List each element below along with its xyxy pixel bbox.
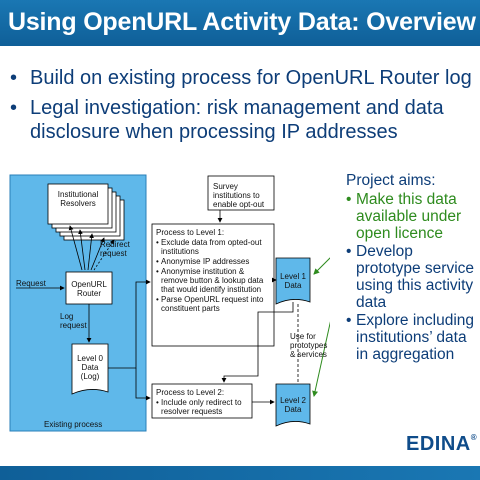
openurl-router-box [65, 271, 113, 305]
level1-item: • Exclude data from opted-out institutio… [156, 238, 262, 256]
process-level2-content: Process to Level 2: • Include only redir… [156, 388, 250, 416]
process-diagram: Institutional Resolvers Survey instituti… [8, 172, 330, 434]
existing-process-label: Existing process [44, 420, 103, 429]
level2-data-label: Level 2 Data [280, 396, 306, 414]
redirect-request-label: Redirect request [100, 240, 130, 258]
level2-data-document [275, 383, 311, 427]
level1-item: • Parse OpenURL request into constituent… [156, 295, 264, 313]
aims-title: Project aims: [346, 172, 436, 189]
process-level2-box [151, 383, 253, 419]
bullet-item: Build on existing process for OpenURL Ro… [8, 66, 473, 90]
slide-title: Using OpenURL Activity Data: Overview [8, 8, 476, 36]
level0-label: Level 0 Data (Log) [77, 354, 103, 381]
use-for-label: Use for prototypes & services [290, 332, 328, 359]
process-level2-title: Process to Level 2: [156, 388, 225, 397]
bullet-item: Legal investigation: risk management and… [8, 96, 473, 144]
survey-box [207, 175, 275, 211]
process-level1-content: Process to Level 1: • Exclude data from … [156, 228, 272, 313]
process-level1-title: Process to Level 1: [156, 228, 225, 237]
diagram-canvas [9, 174, 330, 432]
institutional-resolvers-box [47, 183, 109, 225]
institutional-resolvers-label: Institutional Resolvers [57, 190, 99, 208]
survey-label: Survey institutions to enable opt-out [213, 182, 265, 209]
bottom-bar [0, 466, 480, 480]
request-label: Request [16, 279, 46, 288]
level1-data-document [275, 257, 311, 305]
aim-item: Explore including institutions’ data in … [346, 312, 480, 363]
openurl-router-label: OpenURL Router [71, 280, 107, 298]
level2-item: • Include only redirect to resolver requ… [156, 398, 242, 416]
aim-item: Make this data available under open lice… [346, 191, 480, 242]
edina-logo: EDINA® [406, 433, 478, 455]
level1-item: • Anonymise institution & remove button … [156, 267, 264, 294]
level0-document [71, 343, 109, 395]
bullet-list: Build on existing process for OpenURL Ro… [8, 66, 473, 150]
project-aims: Project aims: Make this data available u… [346, 172, 480, 364]
level1-item: • Anonymise IP addresses [156, 257, 250, 266]
process-level1-box [151, 223, 275, 347]
log-request-label: Log request [60, 312, 87, 330]
aim-item: Develop prototype service using this act… [346, 243, 480, 311]
title-bar: Using OpenURL Activity Data: Overview [0, 0, 480, 46]
level1-data-label: Level 1 Data [280, 272, 306, 290]
